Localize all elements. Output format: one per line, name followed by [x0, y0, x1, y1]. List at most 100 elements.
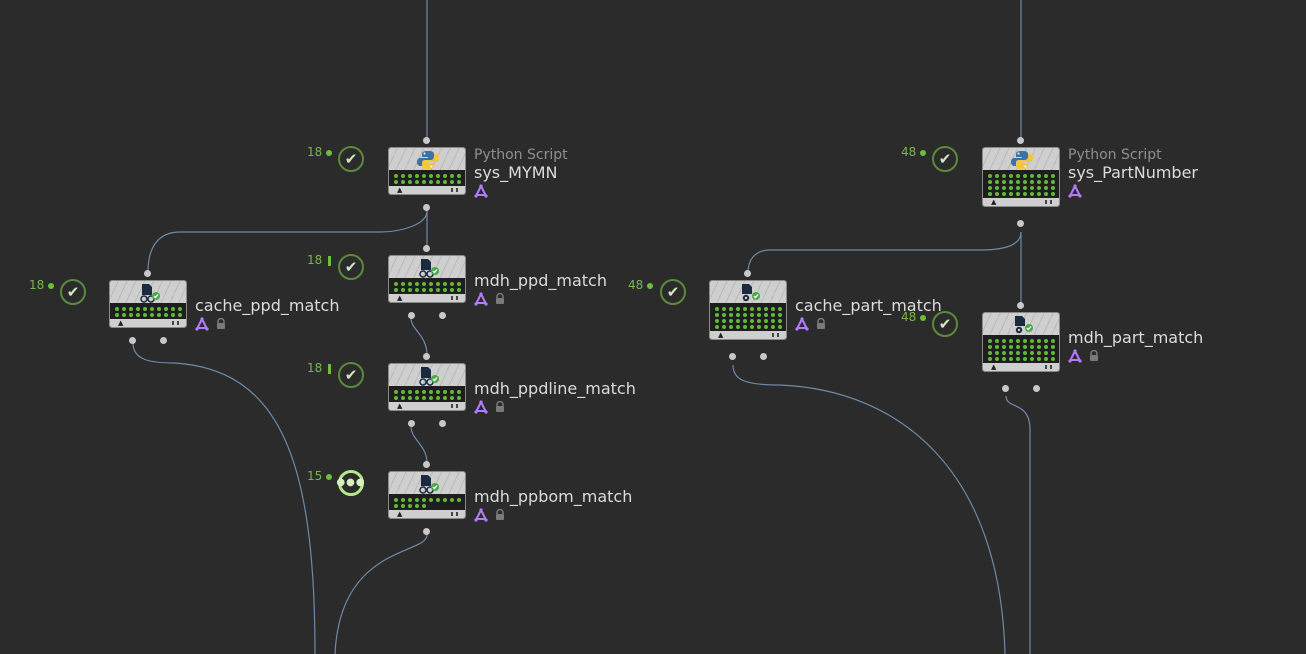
- node-card[interactable]: ▲: [709, 280, 787, 340]
- connection-wire[interactable]: [132, 342, 316, 654]
- input-port[interactable]: [1017, 137, 1024, 144]
- complete-status-icon[interactable]: ✔: [932, 311, 958, 337]
- node-mdh-ppbom-match[interactable]: ▲ mdh_ppbom_match: [388, 471, 632, 522]
- work-item-dot: [143, 313, 147, 317]
- output-flag-icon[interactable]: [474, 184, 488, 198]
- expand-triangle-icon[interactable]: ▲: [397, 186, 403, 194]
- lock-icon[interactable]: [1088, 350, 1100, 362]
- output-flag-icon[interactable]: [474, 508, 488, 522]
- node-sys-mymn[interactable]: ▲ Python Script sys_MYMN: [388, 147, 568, 198]
- work-item-dot: [429, 390, 433, 394]
- input-port[interactable]: [423, 245, 430, 252]
- output-port[interactable]: [408, 312, 415, 319]
- complete-status-icon[interactable]: ✔: [338, 362, 364, 388]
- complete-status-icon[interactable]: ✔: [338, 146, 364, 172]
- input-port[interactable]: [423, 461, 430, 468]
- node-name[interactable]: cache_part_match: [795, 296, 942, 315]
- node-mdh-part-match[interactable]: ▲ mdh_part_match: [982, 312, 1203, 372]
- expand-triangle-icon[interactable]: ▲: [397, 402, 403, 410]
- expand-triangle-icon[interactable]: ▲: [397, 294, 403, 302]
- display-flag-icon[interactable]: [451, 188, 458, 192]
- work-item-count: 48: [901, 310, 927, 324]
- node-card[interactable]: ▲: [982, 312, 1060, 372]
- display-flag-icon[interactable]: [451, 404, 458, 408]
- complete-status-icon[interactable]: ✔: [60, 279, 86, 305]
- work-item-dot: [988, 351, 992, 355]
- output-port[interactable]: [1002, 385, 1009, 392]
- node-cache-part-match[interactable]: ▲ cache_part_match: [709, 280, 942, 340]
- work-item-dot: [743, 307, 747, 311]
- expand-triangle-icon[interactable]: ▲: [397, 510, 403, 518]
- node-card[interactable]: ▲: [109, 280, 187, 328]
- output-flag-icon[interactable]: [474, 292, 488, 306]
- node-name[interactable]: mdh_part_match: [1068, 328, 1204, 347]
- expand-triangle-icon[interactable]: ▲: [991, 198, 997, 206]
- complete-status-icon[interactable]: ✔: [338, 254, 364, 280]
- node-name[interactable]: sys_MYMN: [474, 163, 558, 182]
- connection-wire[interactable]: [732, 364, 1006, 654]
- output-port[interactable]: [439, 420, 446, 427]
- display-flag-icon[interactable]: [1045, 200, 1052, 204]
- connection-wire[interactable]: [410, 425, 428, 464]
- node-name[interactable]: mdh_ppbom_match: [474, 487, 633, 506]
- display-flag-icon[interactable]: [172, 321, 179, 325]
- display-flag-icon[interactable]: [451, 512, 458, 516]
- node-name[interactable]: mdh_ppdline_match: [474, 379, 636, 398]
- node-mdh-ppd-match[interactable]: ▲ mdh_ppd_match: [388, 255, 607, 306]
- output-port[interactable]: [760, 353, 767, 360]
- output-port[interactable]: [423, 528, 430, 535]
- node-name[interactable]: mdh_ppd_match: [474, 271, 607, 290]
- output-port[interactable]: [408, 420, 415, 427]
- node-name[interactable]: cache_ppd_match: [195, 296, 340, 315]
- node-sys-partnumber[interactable]: ▲ Python Script sys_PartNumber: [982, 147, 1198, 207]
- lock-icon[interactable]: [494, 293, 506, 305]
- output-flag-icon[interactable]: [795, 317, 809, 331]
- output-port[interactable]: [160, 337, 167, 344]
- connection-wire[interactable]: [747, 231, 1022, 273]
- work-item-dot: [722, 319, 726, 323]
- expand-triangle-icon[interactable]: ▲: [118, 319, 124, 327]
- output-port[interactable]: [439, 312, 446, 319]
- output-port[interactable]: [729, 353, 736, 360]
- checkmark-icon: ✔: [66, 282, 80, 301]
- complete-status-icon[interactable]: ✔: [932, 146, 958, 172]
- display-flag-icon[interactable]: [1045, 365, 1052, 369]
- lock-icon[interactable]: [215, 318, 227, 330]
- node-card[interactable]: ▲: [388, 363, 466, 411]
- node-cache-ppd-match[interactable]: ▲ cache_ppd_match: [109, 280, 339, 331]
- connection-wire[interactable]: [410, 317, 428, 356]
- node-card[interactable]: ▲: [388, 471, 466, 519]
- display-flag-icon[interactable]: [451, 296, 458, 300]
- node-mdh-ppdline-match[interactable]: ▲ mdh_ppdline_match: [388, 363, 636, 414]
- output-flag-icon[interactable]: [1068, 349, 1082, 363]
- output-port[interactable]: [129, 337, 136, 344]
- input-port[interactable]: [744, 270, 751, 277]
- node-card[interactable]: ▲: [388, 255, 466, 303]
- input-port[interactable]: [423, 137, 430, 144]
- node-name[interactable]: sys_PartNumber: [1068, 163, 1198, 182]
- work-item-dot: [1051, 345, 1055, 349]
- running-status-icon[interactable]: ●●●: [336, 470, 365, 496]
- connection-wire[interactable]: [1005, 395, 1031, 654]
- display-flag-icon[interactable]: [772, 333, 779, 337]
- lock-icon[interactable]: [815, 318, 827, 330]
- output-flag-icon[interactable]: [195, 317, 209, 331]
- output-port[interactable]: [1033, 385, 1040, 392]
- output-port[interactable]: [1017, 220, 1024, 227]
- complete-status-icon[interactable]: ✔: [660, 279, 686, 305]
- node-card[interactable]: ▲: [982, 147, 1060, 207]
- connection-wire[interactable]: [147, 210, 428, 273]
- lock-icon[interactable]: [494, 509, 506, 521]
- output-flag-icon[interactable]: [1068, 184, 1082, 198]
- input-port[interactable]: [423, 353, 430, 360]
- input-port[interactable]: [144, 270, 151, 277]
- connection-wire[interactable]: [334, 534, 428, 654]
- output-flag-icon[interactable]: [474, 400, 488, 414]
- input-port[interactable]: [1017, 302, 1024, 309]
- lock-icon[interactable]: [494, 401, 506, 413]
- expand-triangle-icon[interactable]: ▲: [991, 363, 997, 371]
- node-card[interactable]: ▲: [388, 147, 466, 195]
- expand-triangle-icon[interactable]: ▲: [718, 331, 724, 339]
- node-header: [110, 281, 186, 303]
- output-port[interactable]: [423, 204, 430, 211]
